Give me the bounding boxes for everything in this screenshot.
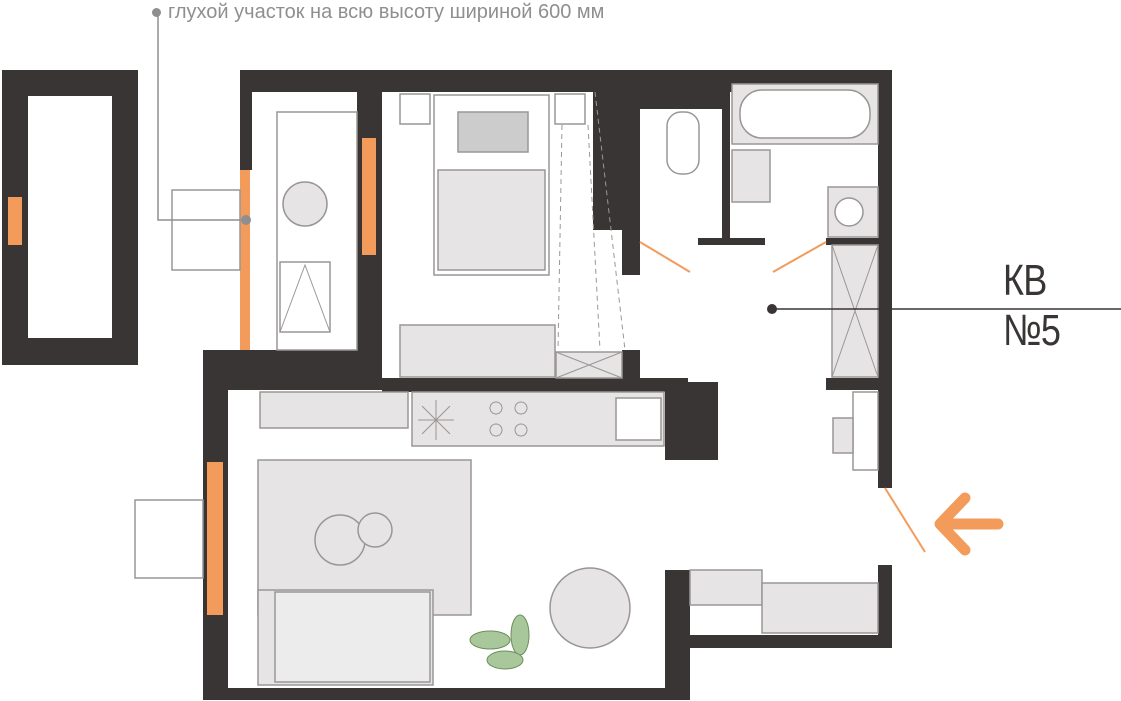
entrance-arrow-icon [934, 492, 1004, 556]
windows [8, 138, 376, 615]
details [279, 91, 879, 440]
door-swings [639, 241, 926, 553]
annotation-leader [157, 16, 246, 221]
plant-icon [469, 614, 530, 670]
apartment-label: КВ №5 [1003, 256, 1061, 355]
annotation-text: глухой участок на всю высоту шириной 600… [168, 1, 605, 23]
annotation-note: глухой участок на всю высоту шириной 600… [152, 1, 604, 24]
snowflake-icon [418, 400, 454, 440]
bullet-icon [152, 8, 161, 18]
